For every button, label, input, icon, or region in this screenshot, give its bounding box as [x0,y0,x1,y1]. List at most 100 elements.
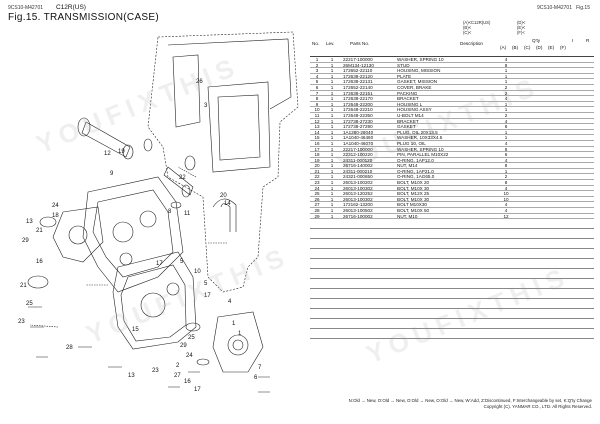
level: 1 [330,107,334,113]
part-no-index: 26 [314,196,320,202]
part-description: COVER, BRAKE [397,84,432,90]
level: 1 [330,174,334,180]
level: 1 [330,146,334,152]
part-no-index: 7 [315,90,319,96]
quantity-a: 1 [504,79,508,85]
quantity-a: 4 [504,96,508,102]
quantity-a: 8 [504,62,508,68]
level: 1 [330,73,334,79]
part-no-index: 29 [314,213,320,219]
part-description: BOLT, M10X 50 [397,208,430,214]
part-number: 172638-22151 [343,90,373,96]
part-no-index: 16 [314,140,320,146]
qty-col-c: (C) [524,45,531,50]
part-number: 1A1040-46070 [343,140,374,146]
level: 1 [330,84,334,90]
empty-row [310,329,594,340]
empty-row [310,219,594,230]
svg-text:14: 14 [224,201,231,207]
empty-rows [310,219,594,340]
part-description: HOUSING ASSY [397,107,432,113]
svg-text:1: 1 [238,331,242,337]
part-no-index: 3 [315,68,319,74]
part-description: PLATE [397,73,412,79]
col-qty: Q'ty [532,38,541,43]
level: 1 [330,96,334,102]
quantity-a: 8 [504,163,508,169]
svg-text:13: 13 [26,219,33,225]
svg-text:24: 24 [186,353,193,359]
quantity-a: 1 [504,135,508,141]
part-number: 172162-13200 [343,202,373,208]
svg-text:6: 6 [254,375,258,381]
level: 1 [330,118,334,124]
part-number: 24311-000120 [343,157,373,163]
table-row: 5 1 172638-22131 GASKET, MISSION 1 [310,79,594,85]
part-number: 1A1040-46460 [343,135,374,141]
part-number: 172638-22170 [343,96,373,102]
qty-col-e: (E) [548,45,555,50]
level: 1 [330,79,334,85]
part-number: 172648-22200 [343,101,373,107]
qty-col-a: (A) [500,45,507,50]
svg-text:18: 18 [52,213,59,219]
level: 1 [330,124,334,130]
part-number: 26013-100302 [343,196,373,202]
svg-text:4: 4 [228,299,232,305]
quantity-a: 10 [503,191,509,197]
svg-text:17: 17 [156,261,163,267]
part-number: 172638-22131 [343,79,373,85]
svg-text:22: 22 [179,175,186,181]
level: 1 [330,196,334,202]
part-description: WASHER, 10X33X4.5 [397,135,443,141]
part-number: 26013-100202 [343,180,373,186]
qty-col-b: (B) [512,45,519,50]
quantity-a: 8 [504,124,508,130]
quantity-a: 4 [504,208,508,214]
part-description: O-RING, 1AP12.0 [397,157,434,163]
quantity-a: 1 [504,168,508,174]
svg-text:20: 20 [220,193,227,199]
part-description: U-BOLT M14 [397,112,424,118]
col-lev: Lev. [326,41,335,46]
quantity-a: 1 [504,68,508,74]
svg-text:13: 13 [128,373,135,379]
svg-text:29: 29 [22,238,29,244]
part-number: 24311-000210 [343,168,373,174]
svg-text:23: 23 [18,319,25,325]
quantity-a: 4 [504,157,508,163]
quantity-a: 8 [504,146,508,152]
empty-row [310,319,594,330]
part-description: BOLT, M10X 30 [397,185,430,191]
quantity-a: 4 [504,140,508,146]
part-description: BOLT, M12X 25 [397,191,430,197]
svg-text:16: 16 [36,259,43,265]
svg-text:25: 25 [26,301,33,307]
part-no-index: 5 [315,79,319,85]
col-parts-no: Parts No. [350,41,370,46]
part-number: 26013-120252 [343,191,373,197]
part-no-index: 11 [314,112,320,118]
part-number: 22312-100220 [343,152,373,158]
part-number: 24321-000650 [343,174,373,180]
copyright: Copyright (C). YANMAR CO., LTD. All Righ… [483,404,592,409]
quantity-a: 2 [504,174,508,180]
part-number: 26M134-12130 [343,62,374,68]
part-no-index: 13 [314,124,320,130]
part-description: GASKET, MISSION [397,79,438,85]
svg-text:17: 17 [194,387,201,393]
part-number: 26013-100302 [343,185,373,191]
quantity-a: 10 [503,196,509,202]
part-no-index: 2 [315,62,319,68]
